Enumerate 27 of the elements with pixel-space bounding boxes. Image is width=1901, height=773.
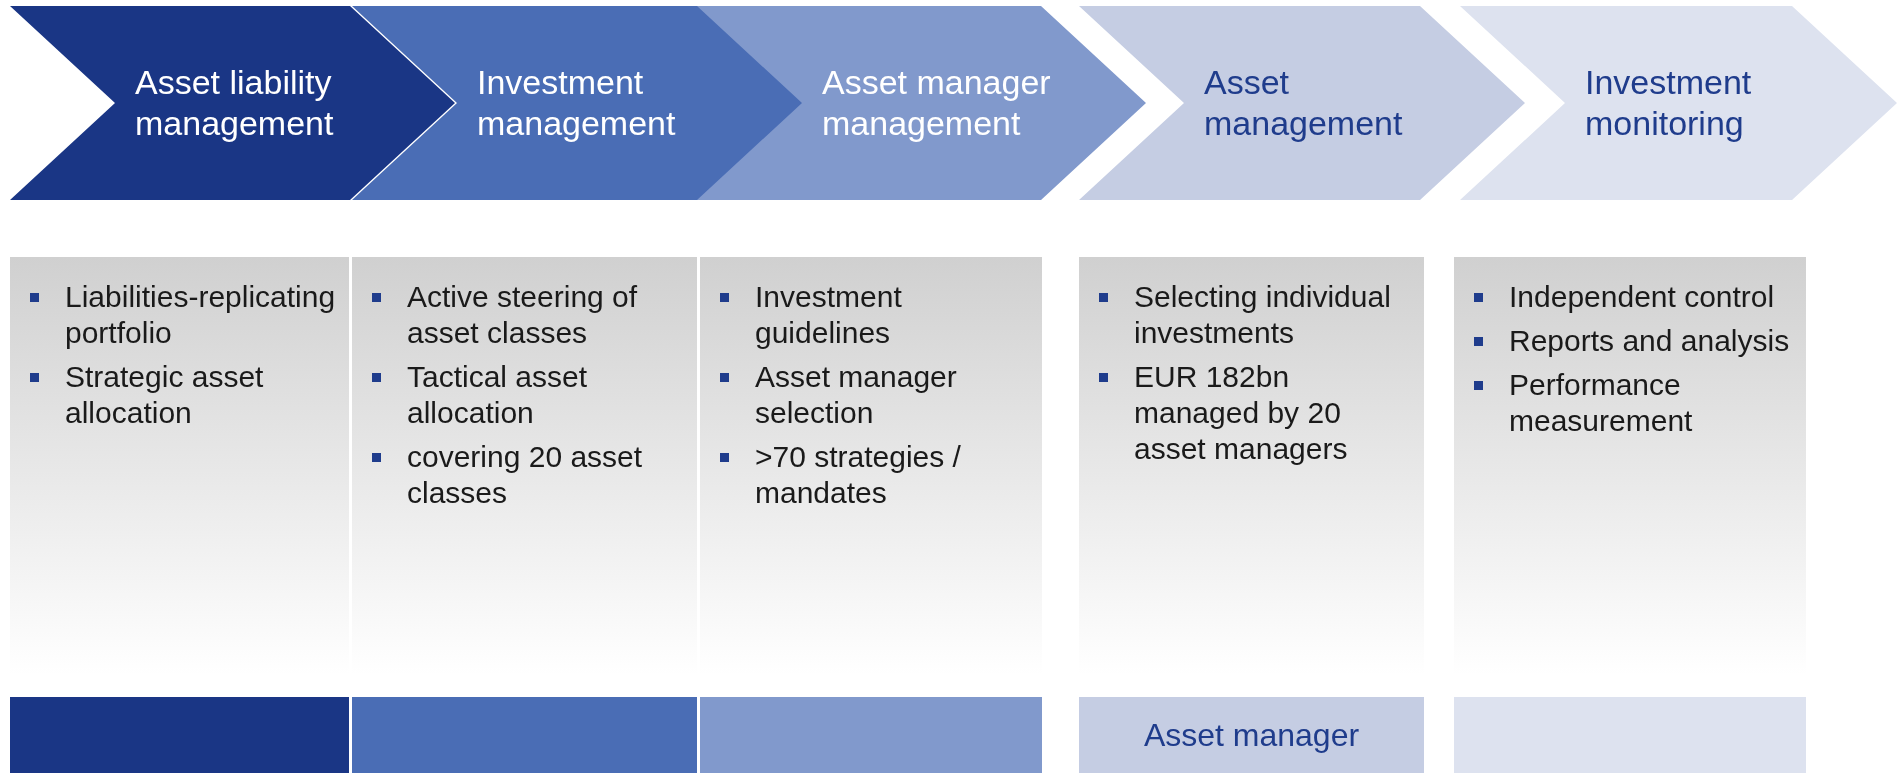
chevron-shape	[1460, 6, 1897, 200]
chevron-shape	[10, 6, 455, 200]
role-bar	[700, 697, 1042, 773]
bullet-text: Investment guidelines	[755, 279, 903, 351]
stage-title: Investment management	[477, 62, 677, 144]
role-bar	[1454, 697, 1806, 773]
role-label: Asset manager	[1143, 716, 1360, 754]
role-bar	[10, 697, 349, 773]
bullet-text: >70 strategies / mandates	[755, 439, 962, 511]
bullet-text: Performance measurement	[1509, 367, 1694, 439]
bullet-text: Liabilities-replicating portfolio	[65, 279, 337, 351]
bullet-text: EUR 182bn managed by 20 asset managers	[1134, 359, 1349, 467]
chevron-shape	[697, 6, 1146, 200]
bullet-text: Selecting individual investments	[1134, 279, 1392, 351]
bullet-text: Reports and analysis	[1509, 323, 1790, 359]
bullet-text: Active steering of asset classes	[407, 279, 639, 351]
role-bar	[352, 697, 697, 773]
bullet-text: Strategic asset allocation	[65, 359, 265, 431]
stage-title: Asset manager management	[822, 62, 1052, 144]
chevron-shape	[1079, 6, 1525, 200]
stage-title: Asset liability management	[135, 62, 335, 144]
bullet-text: Independent control	[1509, 279, 1775, 315]
bullet-text: Asset manager selection	[755, 359, 958, 431]
bullet-text: covering 20 asset classes	[407, 439, 644, 511]
stage-title: Asset management	[1204, 62, 1404, 144]
stage-title: Investment monitoring	[1585, 62, 1753, 144]
role-bar	[1079, 697, 1424, 773]
